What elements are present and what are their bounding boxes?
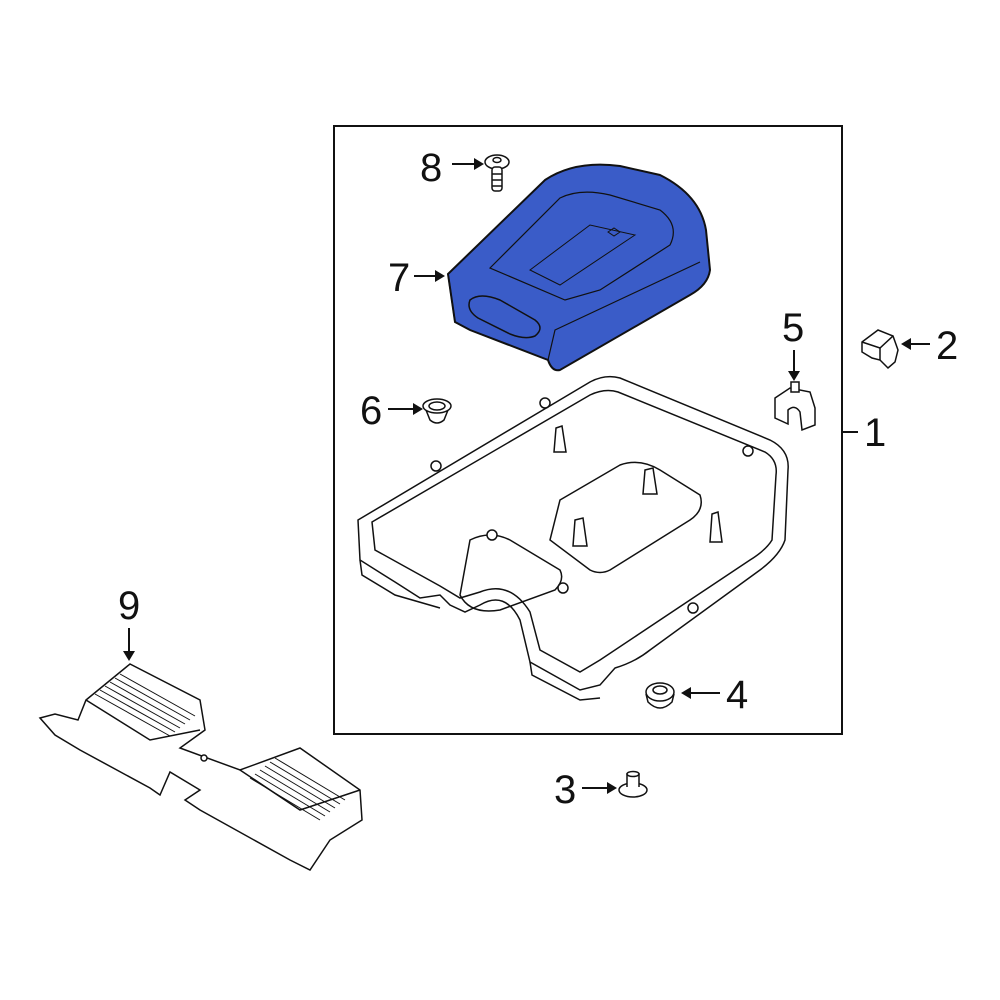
air-duct-part-9[interactable] — [38, 663, 363, 871]
callout-3: 3 — [554, 768, 577, 812]
assembly-group-box — [333, 125, 843, 735]
housing-part-1[interactable] — [357, 375, 789, 701]
callout-1: 1 — [864, 411, 887, 455]
arrow-5 — [788, 350, 800, 381]
arrow-8 — [452, 158, 484, 170]
push-pin-part-3[interactable] — [618, 770, 648, 798]
callout-6: 6 — [360, 389, 383, 433]
cover-part-7[interactable] — [446, 163, 712, 372]
callout-7: 7 — [388, 256, 411, 300]
arrow-3 — [582, 782, 617, 794]
arrow-4 — [681, 687, 720, 699]
callout-4: 4 — [726, 673, 749, 717]
screw-part-8[interactable] — [484, 154, 510, 192]
clip-part-2[interactable] — [861, 329, 899, 370]
callout-8: 8 — [420, 146, 443, 190]
callout-2: 2 — [936, 324, 959, 368]
arrow-6 — [388, 403, 423, 415]
callout-5: 5 — [782, 306, 805, 350]
callout-9: 9 — [118, 584, 141, 628]
arrow-7 — [414, 270, 445, 282]
grommet-part-4[interactable] — [645, 682, 675, 709]
arrow-2 — [901, 338, 930, 350]
arrow-9 — [123, 628, 135, 661]
bracket-clip-part-5[interactable] — [774, 381, 816, 432]
plug-grommet-part-6[interactable] — [422, 398, 452, 424]
